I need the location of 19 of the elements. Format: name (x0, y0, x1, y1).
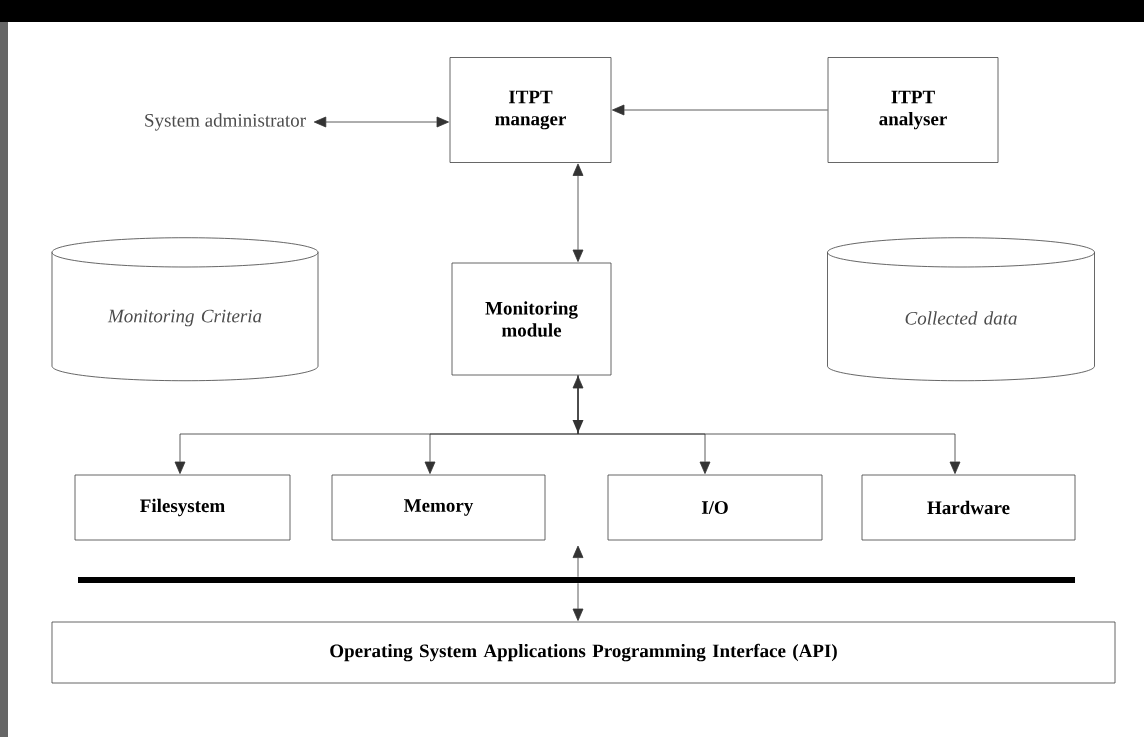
arrow (577, 375, 961, 474)
arrow (572, 582, 584, 621)
arrow (313, 116, 449, 128)
arrow (572, 163, 584, 262)
arrow (174, 376, 584, 474)
storage-cylinder: Monitoring Criteria (51, 237, 319, 382)
process-box: ITPT manager (449, 57, 612, 163)
storage-cylinder: Collected data (827, 237, 1095, 382)
process-box: Monitoring module (451, 262, 612, 376)
actor-label: System administrator (145, 113, 306, 131)
component-box: Memory (331, 474, 546, 541)
bus-bar (78, 577, 1075, 583)
arrow (612, 104, 828, 116)
arrow (572, 545, 584, 578)
component-box: I/O (607, 474, 823, 541)
component-box: Hardware (861, 474, 1076, 541)
process-box: ITPT analyser (827, 57, 999, 163)
component-box: Filesystem (74, 474, 291, 541)
api-box: Operating System Applications Programming Interface (API) (51, 621, 1116, 684)
